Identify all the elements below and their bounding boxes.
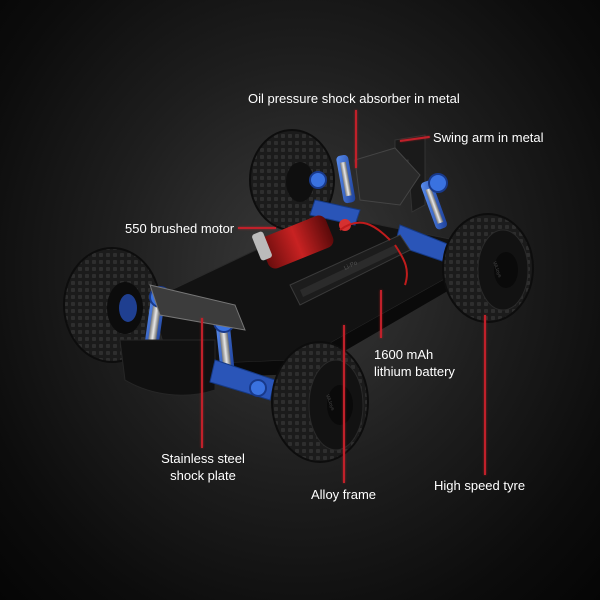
- label-shock-plate-line2: shock plate: [170, 468, 236, 483]
- label-frame: Alloy frame: [311, 487, 377, 502]
- label-swing-arm: Swing arm in metal: [433, 130, 544, 145]
- tyre-rear-right: WLtoys: [442, 213, 534, 323]
- leader-line-motor: [238, 227, 276, 229]
- leader-line-battery: [380, 290, 382, 338]
- label-motor: 550 brushed motor: [125, 221, 235, 236]
- label-battery: 1600 mAh lithium battery: [374, 346, 455, 380]
- label-shock-plate-line1: Stainless steel: [161, 451, 245, 466]
- swing-arm-bracket: [354, 134, 426, 213]
- label-battery-line1: 1600 mAh: [374, 347, 434, 362]
- leader-line-shock-absorber: [355, 110, 357, 168]
- label-shock-absorber: Oil pressure shock absorber in metal: [248, 91, 460, 106]
- rear-shock-absorbers: [309, 154, 448, 230]
- shock-plate: [149, 284, 246, 331]
- lithium-battery: Li-Po: [289, 234, 411, 306]
- leader-line-shock-plate: [201, 318, 203, 448]
- label-tyre: High speed tyre: [434, 478, 526, 493]
- tyre-front-right: WLtoys: [271, 341, 369, 463]
- leader-line-frame: [343, 325, 345, 483]
- svg-text:Li-Po: Li-Po: [343, 260, 359, 272]
- front-bumper: [119, 339, 216, 396]
- svg-text:WLtoys: WLtoys: [324, 394, 336, 412]
- leader-line-tyre: [484, 315, 486, 475]
- wires: [339, 221, 408, 286]
- tyre-front-left: [63, 247, 161, 363]
- front-swing-arms: [209, 359, 276, 401]
- label-battery-line2: lithium battery: [374, 364, 455, 379]
- svg-text:WLtoys: WLtoys: [491, 261, 503, 279]
- label-shock-plate: Stainless steel shock plate: [158, 450, 248, 484]
